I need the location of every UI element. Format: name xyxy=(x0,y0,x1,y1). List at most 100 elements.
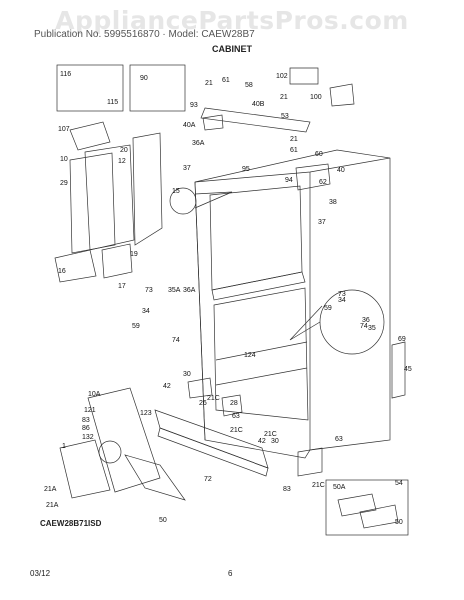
callout-label: 34 xyxy=(338,297,346,304)
hinge-bottom-left xyxy=(187,377,213,399)
section-title: CABINET xyxy=(212,44,252,54)
bracket-102 xyxy=(289,67,319,85)
callout-label: 40A xyxy=(183,122,196,129)
callout-label: 21C xyxy=(264,431,277,438)
footer-date: 03/12 xyxy=(30,569,51,578)
hinge-bottom-right xyxy=(297,447,323,477)
watermark-text: AppliancePartsPros.com xyxy=(55,6,409,35)
fan-shroud-1 xyxy=(59,439,111,499)
callout-label: 37 xyxy=(183,165,191,172)
model-code: CAEW28B71ISD xyxy=(40,519,102,528)
hinge-bar-53 xyxy=(200,107,311,133)
callout-label: 61 xyxy=(290,147,298,154)
callout-label: 17 xyxy=(118,283,126,290)
callout-label: 58 xyxy=(245,82,253,89)
panel-10 xyxy=(69,152,116,254)
callout-label: 35A xyxy=(168,287,181,294)
callout-label: 21A xyxy=(46,502,59,509)
callout-label: 34 xyxy=(142,308,150,315)
callout-label: 21 xyxy=(290,136,298,143)
callout-label: 21C xyxy=(230,427,243,434)
callout-label: 21C xyxy=(312,482,325,489)
callout-label: 36A xyxy=(183,287,196,294)
callout-label: 30 xyxy=(271,438,279,445)
callout-label: 16 xyxy=(58,268,66,275)
callout-label: 59 xyxy=(324,305,332,312)
callout-label: 1 xyxy=(62,443,66,450)
callout-label: 10A xyxy=(88,391,101,398)
hinge-40 xyxy=(295,163,331,191)
drawer-rail-50a xyxy=(337,493,377,517)
drawer-rail-54 xyxy=(359,504,399,529)
cabinet-top-edge xyxy=(194,157,391,183)
callout-label: 21C xyxy=(207,395,220,402)
detail-circle-15 xyxy=(169,187,197,215)
callout-label: 121 xyxy=(84,407,96,414)
callout-label: 72 xyxy=(204,476,212,483)
cabinet-front-left xyxy=(194,181,206,441)
hinge-93 xyxy=(202,114,224,131)
callout-label: 95 xyxy=(242,166,250,173)
panel-20 xyxy=(132,132,163,246)
inset-box-90 xyxy=(129,64,186,112)
page-header: AppliancePartsPros.com Publication No. 5… xyxy=(0,0,464,56)
bracket-19 xyxy=(101,243,133,279)
callout-label: 73 xyxy=(145,287,153,294)
callout-label: 93 xyxy=(190,102,198,109)
callout-label: 12 xyxy=(118,158,126,165)
callout-label: 62 xyxy=(319,179,327,186)
callout-label: 10 xyxy=(60,156,68,163)
divider-mullion xyxy=(211,271,306,301)
callout-label: 54 xyxy=(395,480,403,487)
bracket-69-45 xyxy=(391,341,406,399)
callout-label: 116 xyxy=(60,71,71,78)
callout-label: 26 xyxy=(199,400,207,407)
callout-label: 20 xyxy=(120,147,128,154)
callout-label: 69 xyxy=(398,336,406,343)
callout-label: 100 xyxy=(310,94,322,101)
callout-label: 124 xyxy=(244,352,256,359)
callout-label: 36 xyxy=(362,317,370,324)
kickplate-face xyxy=(157,427,269,477)
callout-label: 132 xyxy=(82,434,94,441)
detail-pointer-15 xyxy=(194,191,233,209)
page-number: 6 xyxy=(228,569,233,578)
callout-label: 74 xyxy=(360,323,368,330)
callout-label: 42 xyxy=(163,383,171,390)
callout-label: 123 xyxy=(140,410,152,417)
callout-label: 37 xyxy=(318,219,326,226)
callout-label: 29 xyxy=(60,180,68,187)
callout-label: 40 xyxy=(337,167,345,174)
callout-label: 63 xyxy=(232,413,240,420)
callout-label: 90 xyxy=(140,75,148,82)
callout-label: 115 xyxy=(107,99,118,106)
callout-label: 53 xyxy=(281,113,289,120)
callout-label: 21 xyxy=(205,80,213,87)
callout-label: 45 xyxy=(404,366,412,373)
callout-label: 86 xyxy=(82,425,90,432)
panel-107 xyxy=(69,121,111,151)
callout-label: 63 xyxy=(335,436,343,443)
callout-label: 36A xyxy=(192,140,205,147)
kickplate-72 xyxy=(154,409,269,469)
vent-grille xyxy=(124,454,186,501)
hinge-bottom-center xyxy=(221,394,243,417)
callout-label: 15 xyxy=(172,188,180,195)
fresh-food-opening xyxy=(209,185,303,291)
callout-label: 50 xyxy=(395,519,403,526)
callout-label: 60 xyxy=(315,151,323,158)
callout-label: 59 xyxy=(132,323,140,330)
callout-label: 73 xyxy=(338,291,346,298)
inset-box-116-115 xyxy=(56,64,124,112)
callout-label: 19 xyxy=(130,251,138,258)
callout-label: 30 xyxy=(183,371,191,378)
callout-labels: 116 115 90 102 100 21 61 58 40B 21 93 40… xyxy=(44,71,412,526)
callout-label: 83 xyxy=(283,486,291,493)
callout-label: 35 xyxy=(368,325,376,332)
callout-label: 38 xyxy=(329,199,337,206)
panel-12 xyxy=(84,144,135,251)
panel-16 xyxy=(54,249,97,283)
callout-label: 50A xyxy=(333,484,346,491)
callout-label: 40B xyxy=(252,101,265,108)
